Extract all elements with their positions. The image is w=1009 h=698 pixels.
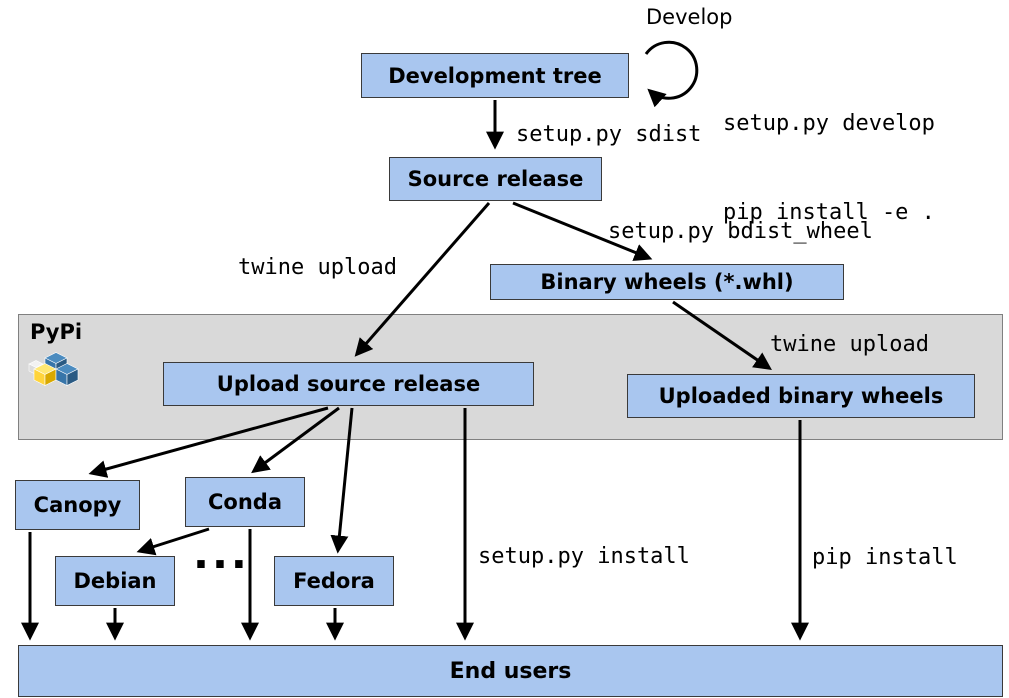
label-twine-upload-source: twine upload [238,255,397,280]
other-distros-ellipsis: ... [193,529,250,578]
label-setup-py-install: setup.py install [478,544,690,569]
node-end-users: End users [18,645,1003,697]
arrow-develop-self-loop [644,40,699,108]
node-upload-source-release: Upload source release [163,362,534,406]
node-conda: Conda [185,477,305,527]
label-develop: Develop [646,5,733,29]
label-develop-command-line2: pip install -e . [723,200,935,226]
node-debian: Debian [55,556,175,606]
node-development-tree: Development tree [361,53,629,98]
node-uploaded-binary-wheels: Uploaded binary wheels [627,374,975,418]
pypi-logo-icon [28,352,79,386]
label-develop-commands: setup.py develop pip install -e . [723,50,935,288]
node-canopy: Canopy [15,480,140,530]
label-setup-py-sdist: setup.py sdist [516,122,702,147]
pypi-band-label: PyPi [30,320,83,344]
node-binary-wheels: Binary wheels (*.whl) [490,264,844,300]
label-develop-command-line1: setup.py develop [723,111,935,137]
node-fedora: Fedora [274,556,394,606]
label-pip-install: pip install [812,545,958,570]
node-source-release: Source release [389,157,602,201]
label-setup-py-bdist-wheel: setup.py bdist_wheel [608,219,873,244]
label-twine-upload-wheels: twine upload [770,332,929,357]
